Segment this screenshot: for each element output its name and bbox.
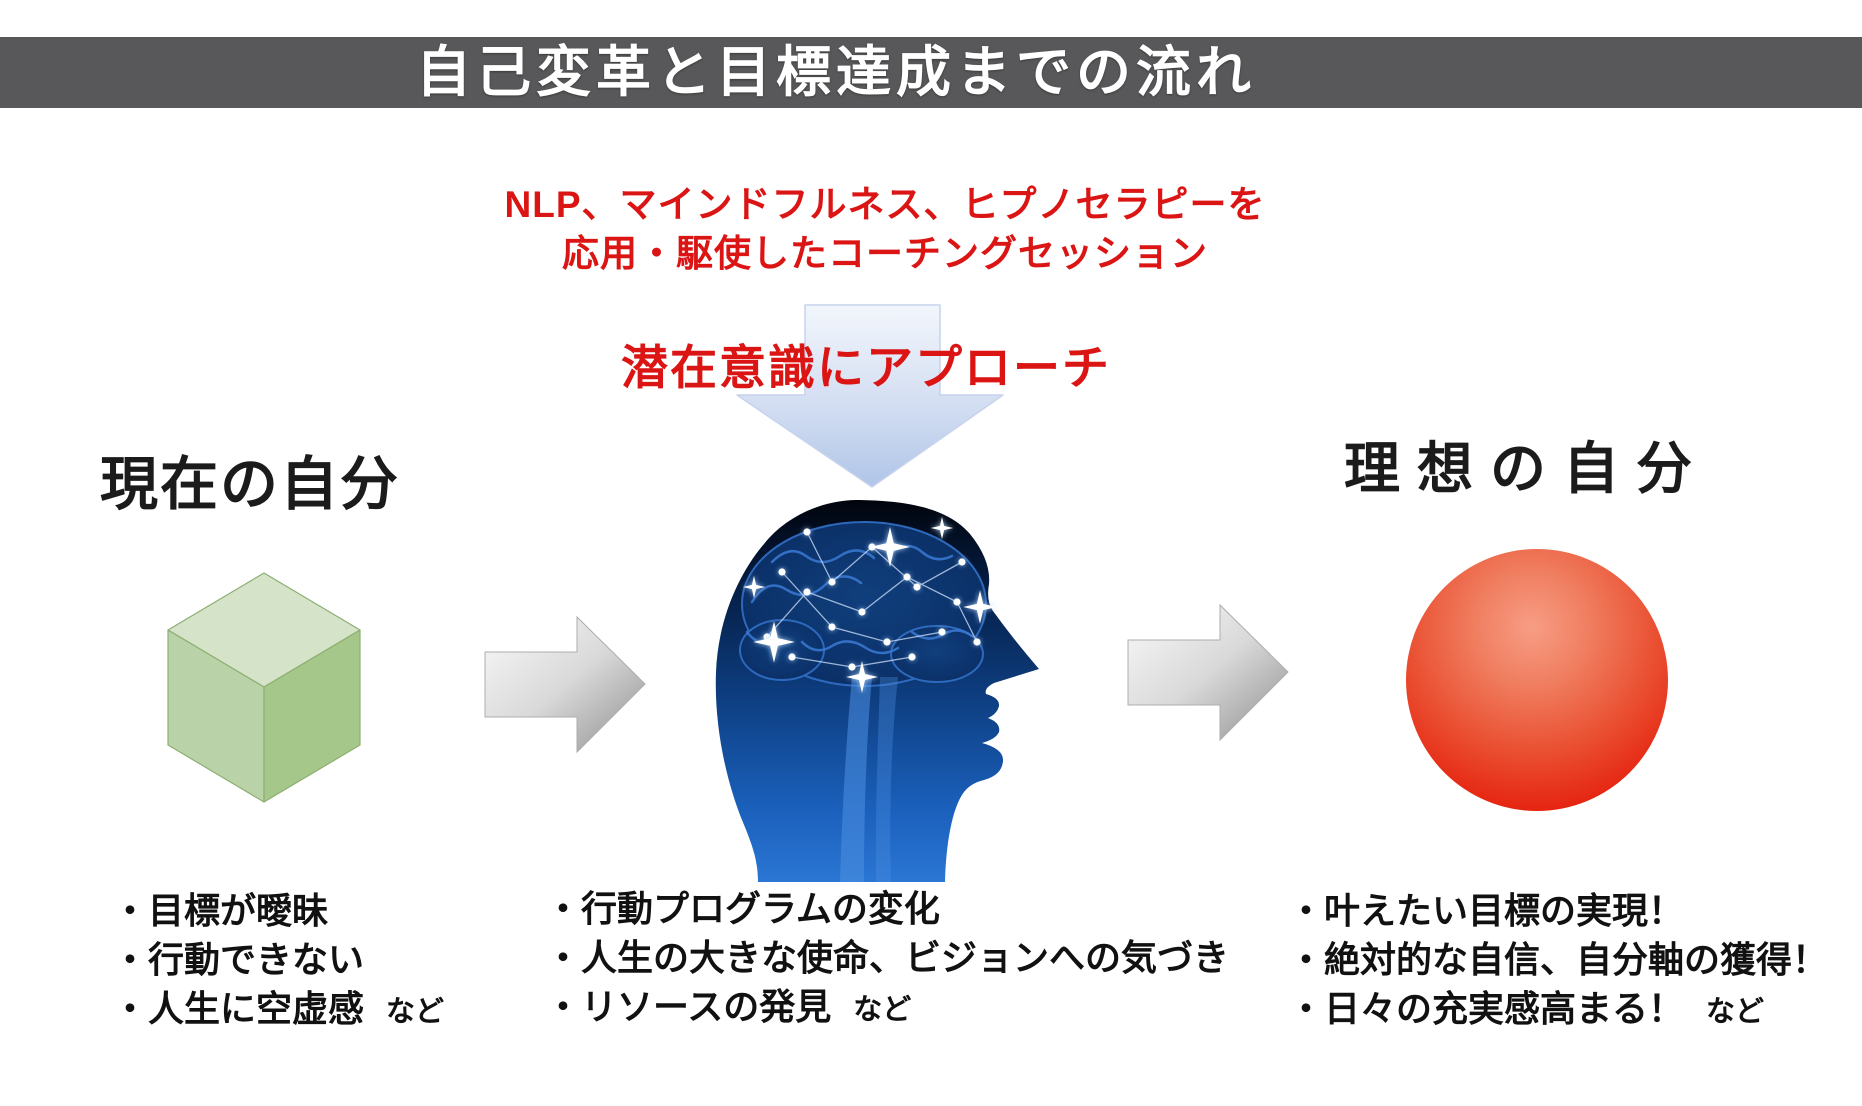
- title-banner: 自己変革と目標達成までの流れ: [0, 37, 1862, 108]
- bullet-item: ・目標が曖昧: [112, 890, 329, 931]
- right-arrow-icon-1: [484, 615, 646, 754]
- etc-label: など: [386, 996, 445, 1028]
- blue-down-arrow-icon: [736, 304, 1004, 488]
- bullet-text: ・人生に空虚感: [112, 988, 365, 1029]
- current-self-heading: 現在の自分: [100, 452, 401, 517]
- page-title: 自己変革と目標達成までの流れ: [415, 41, 1256, 103]
- right-arrow-icon-2: [1127, 603, 1289, 742]
- red-sphere-icon: [1406, 549, 1668, 811]
- bullet-item: ・行動プログラムの変化: [545, 888, 940, 929]
- intervention-text: NLP、マインドフルネス、ヒプノセラピーを 応用・駆使したコーチングセッション: [85, 180, 1685, 278]
- bullet-item: ・叶えたい目標の実現！: [1288, 890, 1685, 931]
- bullet-text: ・リソースの発見: [545, 986, 832, 1027]
- bullet-item: ・日々の充実感高まる！ など: [1288, 984, 1828, 1037]
- bullet-item: ・絶対的な自信、自分軸の獲得！: [1288, 939, 1829, 980]
- current-self-bullets: ・目標が曖昧 ・行動できない ・人生に空虚感など: [112, 886, 444, 1037]
- cube-right-face: [263, 629, 361, 803]
- intervention-line2: 応用・駆使したコーチングセッション: [562, 233, 1208, 274]
- intervention-line1: NLP、マインドフルネス、ヒプノセラピーを: [504, 184, 1266, 225]
- etc-label: など: [853, 994, 912, 1026]
- green-cube-icon: [167, 572, 361, 803]
- brain-mass: [739, 521, 987, 687]
- bullet-item: ・リソースの発見など: [545, 982, 1229, 1035]
- bullet-text: ・日々の充実感高まる！: [1288, 988, 1685, 1029]
- bullet-item: ・人生に空虚感など: [112, 984, 444, 1037]
- bullet-item: ・行動できない: [112, 939, 365, 980]
- ideal-self-heading: 理想の自分: [1344, 437, 1709, 500]
- process-bullets: ・行動プログラムの変化 ・人生の大きな使命、ビジョンへの気づき ・リソースの発見…: [545, 884, 1229, 1035]
- etc-label: など: [1706, 996, 1765, 1028]
- bullet-item: ・人生の大きな使命、ビジョンへの気づき: [545, 937, 1230, 978]
- ideal-self-bullets: ・叶えたい目標の実現！ ・絶対的な自信、自分軸の獲得！ ・日々の充実感高まる！ な…: [1288, 886, 1828, 1037]
- brain-head-illustration: [715, 499, 1039, 882]
- approach-label: 潜在意識にアプローチ: [621, 341, 1111, 394]
- brainstem: [840, 677, 898, 882]
